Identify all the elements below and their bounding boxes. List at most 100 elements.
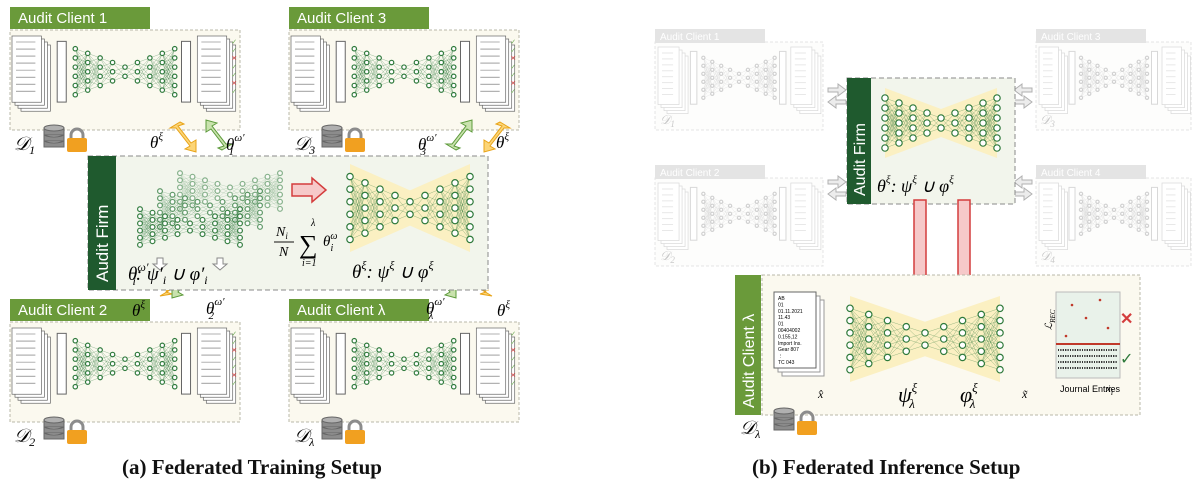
svg-text:✕: ✕	[510, 348, 516, 355]
plot-xlabel: Journal Entries	[1060, 384, 1121, 394]
svg-text:✓: ✓	[510, 64, 516, 71]
client-1-tab	[10, 7, 150, 29]
svg-text:✕: ✕	[510, 80, 516, 87]
svg-text:✓: ✓	[231, 89, 237, 96]
svg-text:✓: ✓	[231, 356, 237, 363]
svg-text:✕: ✕	[231, 348, 237, 355]
param-recv-3: θξ	[496, 131, 509, 152]
svg-text:✓: ✓	[510, 339, 516, 346]
param-send-1: θω′1	[226, 132, 245, 158]
database-icon	[773, 407, 795, 431]
normal-check-icon: ✓	[1120, 351, 1133, 368]
svg-text:𝒟λ: 𝒟λ	[294, 426, 314, 449]
global-model	[346, 164, 474, 252]
entry-field: Gear 807	[778, 347, 799, 353]
svg-text:Audit Client 4: Audit Client 4	[1041, 168, 1101, 179]
param-send-2: θω′2	[206, 296, 225, 322]
svg-text:✓: ✓	[231, 39, 237, 46]
faded-client-1: Audit Client 1 𝒟1	[654, 29, 824, 131]
caption-federated-training: (a) Federated Training Setup	[122, 455, 382, 479]
dataset-3-symbol: 𝒟	[294, 134, 313, 155]
svg-text:✕: ✕	[510, 372, 516, 379]
receive-arrow-3	[483, 121, 512, 153]
entry-list: AB0101.11.202111.4301004040020.155,12Imp…	[778, 296, 803, 366]
svg-text:✓: ✓	[231, 72, 237, 79]
svg-text:✓: ✓	[231, 47, 237, 54]
svg-text:✕: ✕	[231, 80, 237, 87]
send-arrow-3	[444, 119, 473, 151]
entry-field: 11.43	[778, 315, 790, 321]
svg-text:𝒟2: 𝒟2	[14, 426, 35, 449]
active-client-tab	[735, 275, 761, 415]
global-formula-b: θξ: ψξ ∪ φξ	[877, 174, 954, 196]
svg-text:✕: ✕	[231, 56, 237, 63]
journal-entry-card: AB0101.11.202111.4301004040020.155,12Imp…	[773, 291, 825, 377]
audit-firm-b-label: Audit Firm	[852, 123, 869, 196]
reconstruction-plot: ℒREC Journal Entries xi ✕ ✓	[1044, 291, 1133, 397]
param-send-3: θω′3	[418, 132, 437, 158]
entry-field: 00404002	[778, 328, 800, 334]
entry-field: 01	[778, 322, 784, 328]
entry-field: 0.155,12	[778, 334, 798, 340]
dataset-1-symbol: 𝒟	[14, 134, 33, 155]
audit-firm-b-tab	[847, 78, 871, 204]
active-client-label: Audit Client λ	[741, 314, 758, 408]
client-lambda-label: Audit Client λ	[297, 302, 386, 319]
lock-icon	[797, 410, 817, 435]
panel-b: Audit Client 1 𝒟1 Audit Client 3 𝒟3 Audi…	[654, 29, 1192, 441]
entry-field: 01.11.2021	[778, 309, 803, 315]
param-recv-lambda: θξ	[497, 299, 510, 320]
client-1-panel: Audit Client 1 ✓✓✕✓✓✕✓	[9, 7, 241, 131]
receive-arrow-1	[168, 121, 197, 153]
panel-a: Audit Client 1 ✓✓✕✓✓✕✓ Audit Client 3 ✓✓…	[9, 7, 520, 449]
client-3-tab	[289, 7, 429, 29]
audit-firm-b: Audit Firm θξ: ψξ ∪ φξ	[846, 77, 1016, 205]
svg-text:𝒟3: 𝒟3	[294, 134, 315, 157]
svg-text:i=1: i=1	[302, 258, 317, 269]
svg-text:✓: ✓	[510, 47, 516, 54]
dataset-lambda-symbol: 𝒟	[294, 426, 313, 447]
local-models-stack	[137, 170, 284, 271]
svg-text:✓: ✓	[231, 331, 237, 338]
client-1-network: ✓✓✕✓✓✕✓	[11, 35, 237, 112]
svg-text:✕: ✕	[231, 372, 237, 379]
svg-text:✓: ✓	[231, 381, 237, 388]
svg-text:✓: ✓	[510, 364, 516, 371]
input-label: x̂	[817, 387, 824, 401]
local-formula: θω′i: ψ′i ∪ φ′i	[128, 260, 208, 288]
svg-text:λ: λ	[310, 218, 316, 229]
svg-text:✓: ✓	[510, 331, 516, 338]
dataset-2-sub: 2	[29, 435, 35, 449]
faded-client-4: Audit Client 4 𝒟4	[1035, 165, 1192, 267]
lock-icon	[345, 127, 365, 152]
audit-firm-label: Audit Firm	[93, 205, 112, 282]
lock-icon	[67, 127, 87, 152]
client-2-tab	[10, 299, 150, 321]
dataset-lambda: 𝒟λ	[294, 416, 365, 449]
client-2-panel: Audit Client 2 ✓✓✕✓✓✕✓	[9, 299, 241, 423]
anomaly-x-icon: ✕	[1120, 311, 1133, 328]
dataset-3-sub: 3	[308, 143, 315, 157]
svg-text:✓: ✓	[510, 381, 516, 388]
svg-text:✓: ✓	[510, 89, 516, 96]
database-icon	[43, 416, 65, 440]
svg-text:✓: ✓	[510, 356, 516, 363]
lock-icon	[67, 419, 87, 444]
lock-icon	[345, 419, 365, 444]
param-labels-a: θξ θω′1 θω′3 θξ θξ θω′2 θω′λ θξ	[132, 131, 510, 322]
faded-network-4	[1038, 182, 1191, 250]
client-3-label: Audit Client 3	[297, 10, 386, 27]
svg-text:𝒟1: 𝒟1	[14, 134, 35, 157]
client-lambda-network: ✓✓✕✓✓✕✓	[290, 327, 516, 404]
entry-field: ⋮	[778, 354, 783, 360]
global-model-b	[881, 88, 1001, 158]
dataset-lambda-b: 𝒟λ	[740, 418, 760, 441]
send-arrow-1	[205, 119, 234, 151]
aggregation-arrow	[291, 176, 328, 204]
entry-field: AB	[778, 296, 785, 302]
